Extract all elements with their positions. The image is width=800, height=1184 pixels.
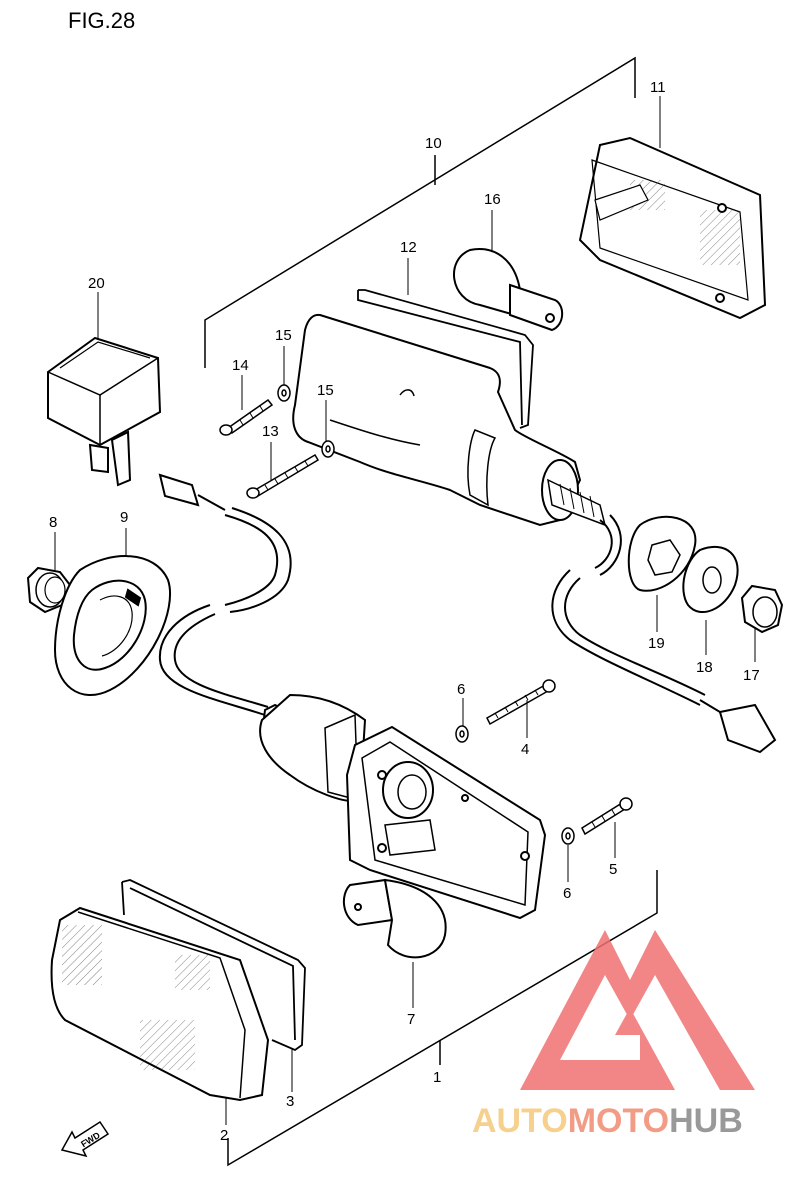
- callout-4: 4: [521, 741, 529, 758]
- washer-6a: [455, 725, 469, 743]
- washer-19: [627, 515, 697, 592]
- upper-gasket: [357, 289, 534, 429]
- wire-right: [551, 514, 777, 754]
- callout-10: 10: [425, 135, 442, 152]
- figure-title: FIG.28: [68, 8, 136, 33]
- callout-14: 14: [232, 357, 249, 374]
- callout-2: 2: [220, 1127, 228, 1144]
- callout-17: 17: [743, 667, 760, 684]
- watermark-triangle-icon: [520, 930, 755, 1090]
- screw-14: [219, 398, 274, 436]
- callout-numbers: 1 2 3 4 5 6 6 7 8 9 10 11 12 13 14 15 15…: [49, 79, 760, 1144]
- wire-left: [158, 473, 292, 716]
- callout-20: 20: [88, 275, 105, 292]
- bracket-lower-assembly: [227, 870, 658, 1167]
- callout-1: 1: [433, 1069, 441, 1086]
- callout-13: 13: [262, 423, 279, 440]
- washer-18: [682, 545, 739, 614]
- watermark-logo: AUTOMOTOHUB: [472, 930, 755, 1140]
- callout-15b: 15: [317, 382, 334, 399]
- fwd-arrow-icon: FWD: [60, 1120, 110, 1158]
- lower-gasket: [121, 879, 306, 1052]
- callout-3: 3: [286, 1093, 294, 1110]
- callout-5: 5: [609, 861, 617, 878]
- callout-18: 18: [696, 659, 713, 676]
- relay: [47, 336, 162, 487]
- screw-13: [246, 453, 320, 499]
- washer-6b: [561, 827, 575, 845]
- upper-bulb: [453, 248, 564, 332]
- bracket-upper-assembly: [204, 56, 636, 368]
- callout-6a: 6: [457, 681, 465, 698]
- callout-8: 8: [49, 514, 57, 531]
- callout-12: 12: [400, 239, 417, 256]
- callout-16: 16: [484, 191, 501, 208]
- callout-19: 19: [648, 635, 665, 652]
- upper-lens: [578, 136, 767, 320]
- watermark-part-1: AUTO: [472, 1102, 568, 1140]
- nut-17: [740, 584, 784, 634]
- washer-15a: [277, 384, 291, 402]
- callout-11: 11: [650, 79, 666, 96]
- screw-4: [486, 679, 556, 726]
- callout-7: 7: [407, 1011, 415, 1028]
- washer-15b: [321, 440, 335, 458]
- callout-9: 9: [120, 509, 128, 526]
- upper-housing: [292, 313, 607, 527]
- lower-housing: [259, 693, 547, 920]
- grommet-9: [53, 555, 171, 696]
- watermark-part-2: MOTO: [568, 1102, 669, 1140]
- callout-15a: 15: [275, 327, 292, 344]
- watermark-text: AUTOMOTOHUB: [472, 1102, 743, 1140]
- lower-lens: [50, 906, 270, 1102]
- screw-5: [581, 797, 633, 836]
- leader-lines: [54, 96, 756, 1125]
- callout-6b: 6: [563, 885, 571, 902]
- lower-bulb: [342, 878, 447, 959]
- watermark-part-3: HUB: [669, 1102, 743, 1140]
